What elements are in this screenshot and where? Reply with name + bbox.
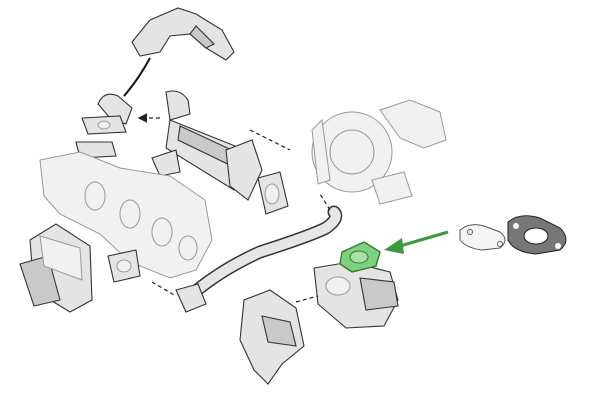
blanking-plate bbox=[459, 224, 506, 251]
mounting-bracket bbox=[239, 289, 305, 385]
green-arrow-icon bbox=[384, 230, 449, 254]
exhaust-manifold bbox=[39, 151, 213, 279]
egr-cooler bbox=[151, 90, 263, 201]
dashed-line bbox=[249, 129, 291, 151]
egr-elbow bbox=[81, 93, 133, 135]
dashed-line bbox=[151, 281, 177, 297]
heat-shield bbox=[19, 223, 93, 313]
upper-egr-pipe bbox=[131, 7, 235, 61]
lower-egr-pipe bbox=[175, 205, 343, 313]
turbocharger bbox=[311, 99, 447, 205]
dashed-line bbox=[319, 193, 331, 211]
dashed-line bbox=[295, 295, 319, 303]
egr-valve bbox=[313, 261, 399, 329]
leader-line bbox=[123, 57, 151, 97]
gasket bbox=[507, 215, 567, 255]
